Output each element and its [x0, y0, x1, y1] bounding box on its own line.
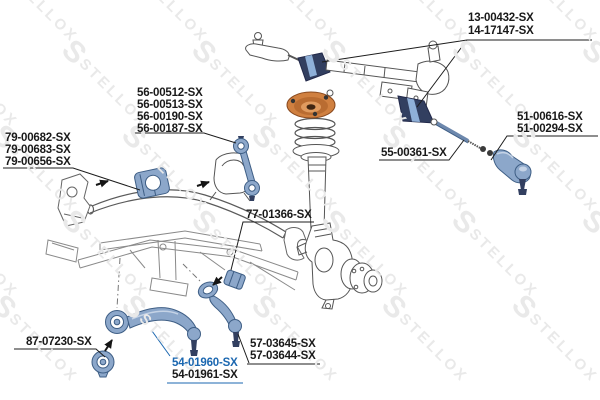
steering-boot-left: [297, 52, 331, 82]
part-label-group-stabilizer-link: 56-00512-SX 56-00513-SX 56-00190-SX 56-0…: [137, 87, 203, 135]
part-number[interactable]: 13-00432-SX: [468, 12, 534, 24]
install-arrow-icon: [196, 180, 210, 189]
part-number[interactable]: 14-17147-SX: [468, 25, 534, 37]
part-label-group-inner-tie-rod: 55-00361-SX: [381, 147, 447, 159]
part-label-group-control-arm-bushing: 77-01366-SX: [246, 209, 312, 221]
part-number[interactable]: 79-00656-SX: [5, 156, 71, 168]
stabilizer-bar-drawing: [86, 189, 287, 239]
install-arrow-icon: [104, 339, 113, 352]
tension-strut-bushing-drawing: [91, 350, 115, 378]
stabilizer-bracket-left: [57, 173, 91, 227]
part-label-group-tension-strut-bushing: 87-07230-SX: [26, 336, 92, 348]
strut-assembly-drawing: [286, 89, 340, 231]
tension-strut-drawing: [105, 307, 201, 356]
part-number[interactable]: 79-00682-SX: [5, 132, 71, 144]
part-number[interactable]: 87-07230-SX: [26, 336, 92, 348]
install-arrow-icon: [95, 179, 109, 188]
construction-dash-lines: [116, 257, 201, 309]
wishbone-drawing: [197, 281, 242, 347]
subframe-drawing: [45, 230, 299, 297]
part-number[interactable]: 51-00616-SX: [517, 111, 583, 123]
part-number[interactable]: 54-01961-SX: [172, 369, 238, 381]
left-tie-rod-end-drawing: [245, 32, 302, 62]
part-number[interactable]: 57-03645-SX: [250, 338, 316, 350]
part-label-group-tie-rod-end: 51-00616-SX 51-00294-SX: [517, 111, 583, 135]
part-number-link-highlighted[interactable]: 54-01960-SX: [172, 357, 238, 369]
part-number[interactable]: 55-00361-SX: [381, 147, 447, 159]
tie-rod-end-drawing: [492, 149, 532, 195]
part-number[interactable]: 56-00187-SX: [137, 123, 203, 135]
install-arrow-icon: [212, 276, 223, 286]
part-number[interactable]: 77-01366-SX: [246, 209, 312, 221]
part-number[interactable]: 56-00513-SX: [137, 99, 203, 111]
part-number[interactable]: 56-00512-SX: [137, 87, 203, 99]
brake-shield-bracket: [283, 227, 307, 261]
part-number[interactable]: 51-00294-SX: [517, 123, 583, 135]
wheel-hub-drawing: [340, 258, 383, 294]
part-number[interactable]: 56-00190-SX: [137, 111, 203, 123]
part-number[interactable]: 57-03644-SX: [250, 350, 316, 362]
highlighted-leader-lines: [151, 330, 243, 384]
install-arrow-icons: [95, 179, 223, 352]
part-label-group-ball-joints: 57-03645-SX 57-03644-SX: [250, 338, 316, 362]
part-number[interactable]: 79-00683-SX: [5, 144, 71, 156]
steering-knuckle-drawing: [283, 222, 383, 310]
steering-gear-drawing: [245, 32, 532, 195]
part-label-group-tension-strut: 54-01960-SX 54-01961-SX: [172, 357, 238, 381]
part-label-group-stabilizer-bushing: 79-00682-SX 79-00683-SX 79-00656-SX: [5, 132, 71, 168]
inner-tie-rod-drawing: [430, 118, 493, 156]
leader-lines: [3, 39, 598, 365]
control-arm-bushing-drawing: [223, 269, 246, 290]
stabilizer-bushing-drawing: [134, 167, 170, 199]
strut-mount-drawing: [286, 89, 336, 119]
stabilizer-link-drawing: [233, 136, 260, 201]
part-label-group-steering-gear: 13-00432-SX 14-17147-SX: [468, 12, 534, 38]
